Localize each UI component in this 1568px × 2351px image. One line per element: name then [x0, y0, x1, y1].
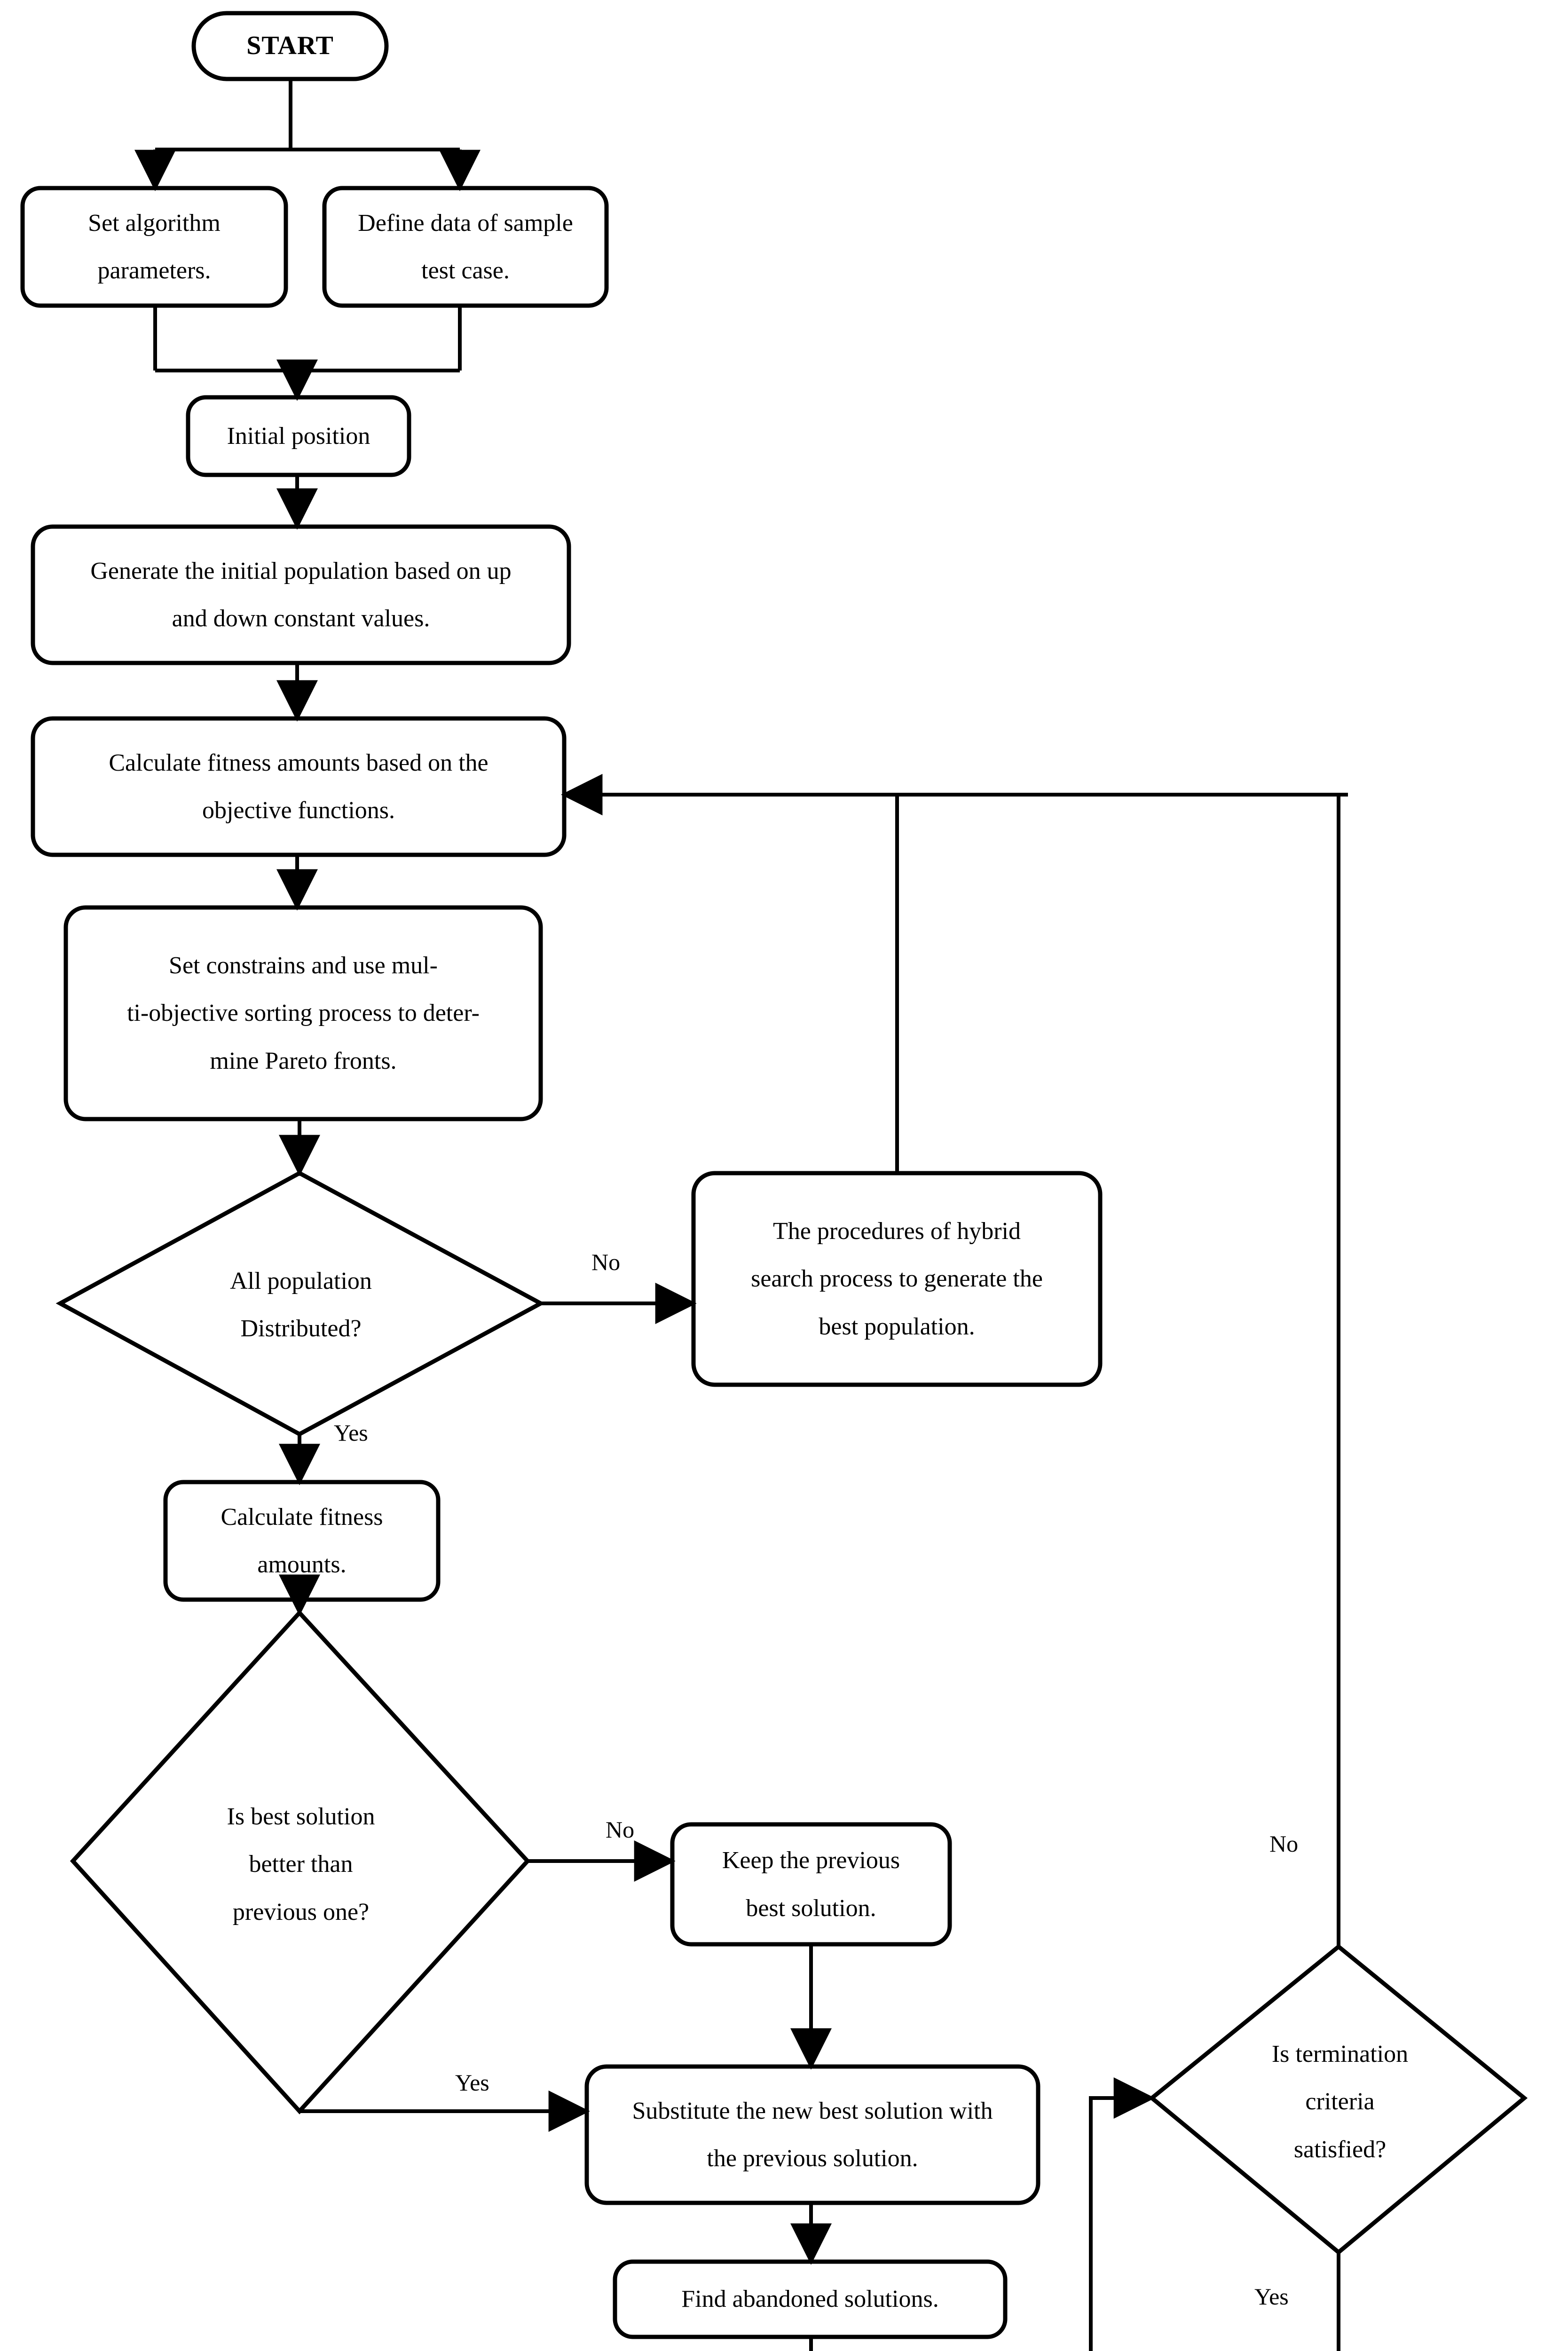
node-shape-calc-fitness: [163, 1480, 441, 1602]
edge-label-yes-distributed: Yes: [334, 1420, 368, 1446]
node-shape-start: [191, 11, 389, 81]
node-shape-find-abandoned: [613, 2259, 1008, 2339]
edge-label-no-termination: No: [1269, 1830, 1299, 1857]
edge-hybrid-feedback: [561, 774, 899, 1173]
node-shape-is-termination: [1148, 1944, 1528, 2255]
node-shape-substitute: [584, 2064, 1040, 2205]
node-shape-calc-fitness-obj: [31, 716, 567, 857]
edge-label-no-distributed: No: [591, 1249, 621, 1275]
node-shape-is-best-better: [70, 1609, 531, 2114]
node-shape-set-constrains: [63, 905, 543, 1121]
edge-label-yes-termination: Yes: [1254, 2283, 1289, 2310]
node-shape-initial-position: [186, 395, 411, 477]
edge-memorize-to-termination: [1089, 2077, 1155, 2351]
node-shape-keep-previous: [670, 1822, 952, 1947]
node-shape-all-distributed: [55, 1170, 545, 1437]
node-shape-define-data: [322, 186, 609, 308]
node-shape-hybrid-search: [691, 1171, 1103, 1387]
node-shape-generate-pop: [31, 524, 571, 665]
edge-label-no-best-better: No: [606, 1816, 635, 1843]
edge-label-yes-best-better: Yes: [455, 2069, 489, 2096]
node-shape-set-params: [20, 186, 288, 308]
